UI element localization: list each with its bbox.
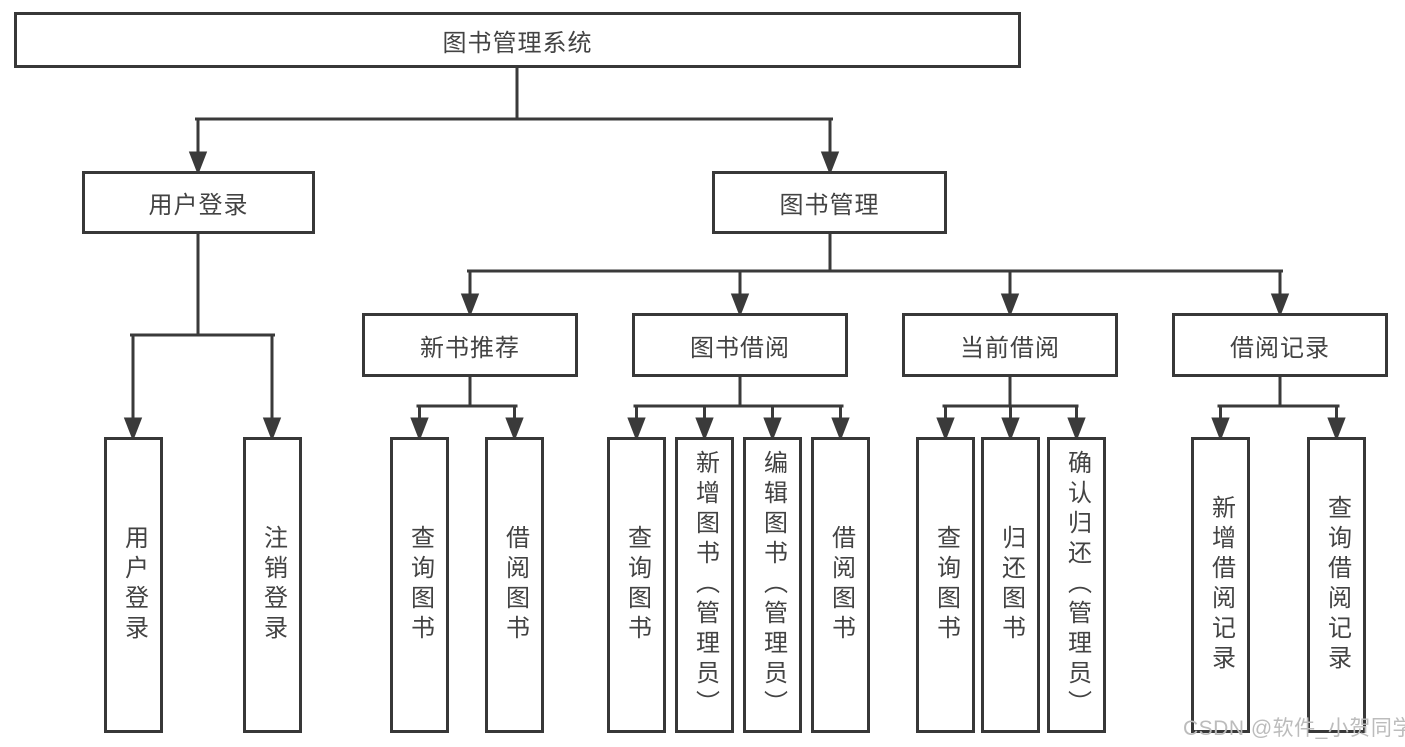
arrowhead-icon xyxy=(1067,417,1086,442)
arrowhead-icon xyxy=(410,417,429,442)
arrowhead-icon xyxy=(1270,293,1290,318)
leaf-edit-book-admin: 编辑图书（管理员） xyxy=(743,437,802,733)
arrowhead-icon xyxy=(627,417,646,442)
arrowhead-icon xyxy=(695,417,714,442)
arrowhead-icon xyxy=(936,417,955,442)
node-borrow-records: 借阅记录 xyxy=(1172,313,1388,377)
leaf-query-books-recommend: 查询图书 xyxy=(390,437,449,733)
arrowhead-icon xyxy=(763,417,782,442)
node-book-management: 图书管理 xyxy=(712,171,947,234)
node-book-borrow: 图书借阅 xyxy=(632,313,848,377)
arrowhead-icon xyxy=(188,151,208,176)
arrowhead-icon xyxy=(123,417,143,442)
node-root-system: 图书管理系统 xyxy=(14,12,1021,68)
arrowhead-icon xyxy=(1000,293,1020,318)
arrowhead-icon xyxy=(1001,417,1020,442)
node-user-login: 用户登录 xyxy=(82,171,315,234)
arrowhead-icon xyxy=(1327,417,1346,442)
leaf-query-borrow-record: 查询借阅记录 xyxy=(1307,437,1366,733)
leaf-add-book-admin: 新增图书（管理员） xyxy=(675,437,734,733)
leaf-borrow-books-recommend: 借阅图书 xyxy=(485,437,544,733)
leaf-return-book: 归还图书 xyxy=(981,437,1040,733)
arrowhead-icon xyxy=(505,417,524,442)
leaf-query-books-current: 查询图书 xyxy=(916,437,975,733)
leaf-borrow-books: 借阅图书 xyxy=(811,437,870,733)
arrowhead-icon xyxy=(1211,417,1230,442)
leaf-add-borrow-record: 新增借阅记录 xyxy=(1191,437,1250,733)
node-current-borrow: 当前借阅 xyxy=(902,313,1118,377)
arrowhead-icon xyxy=(820,151,840,176)
arrowhead-icon xyxy=(262,417,282,442)
leaf-confirm-return-admin: 确认归还（管理员） xyxy=(1047,437,1106,733)
arrowhead-icon xyxy=(831,417,850,442)
leaf-logout: 注销登录 xyxy=(243,437,302,733)
leaf-user-login: 用户登录 xyxy=(104,437,163,733)
arrowhead-icon xyxy=(730,293,750,318)
arrowhead-icon xyxy=(460,293,480,318)
csdn-watermark: CSDN @软件_小贺同学 xyxy=(1183,717,1405,740)
node-new-book-recommend: 新书推荐 xyxy=(362,313,578,377)
leaf-query-books-borrow: 查询图书 xyxy=(607,437,666,733)
